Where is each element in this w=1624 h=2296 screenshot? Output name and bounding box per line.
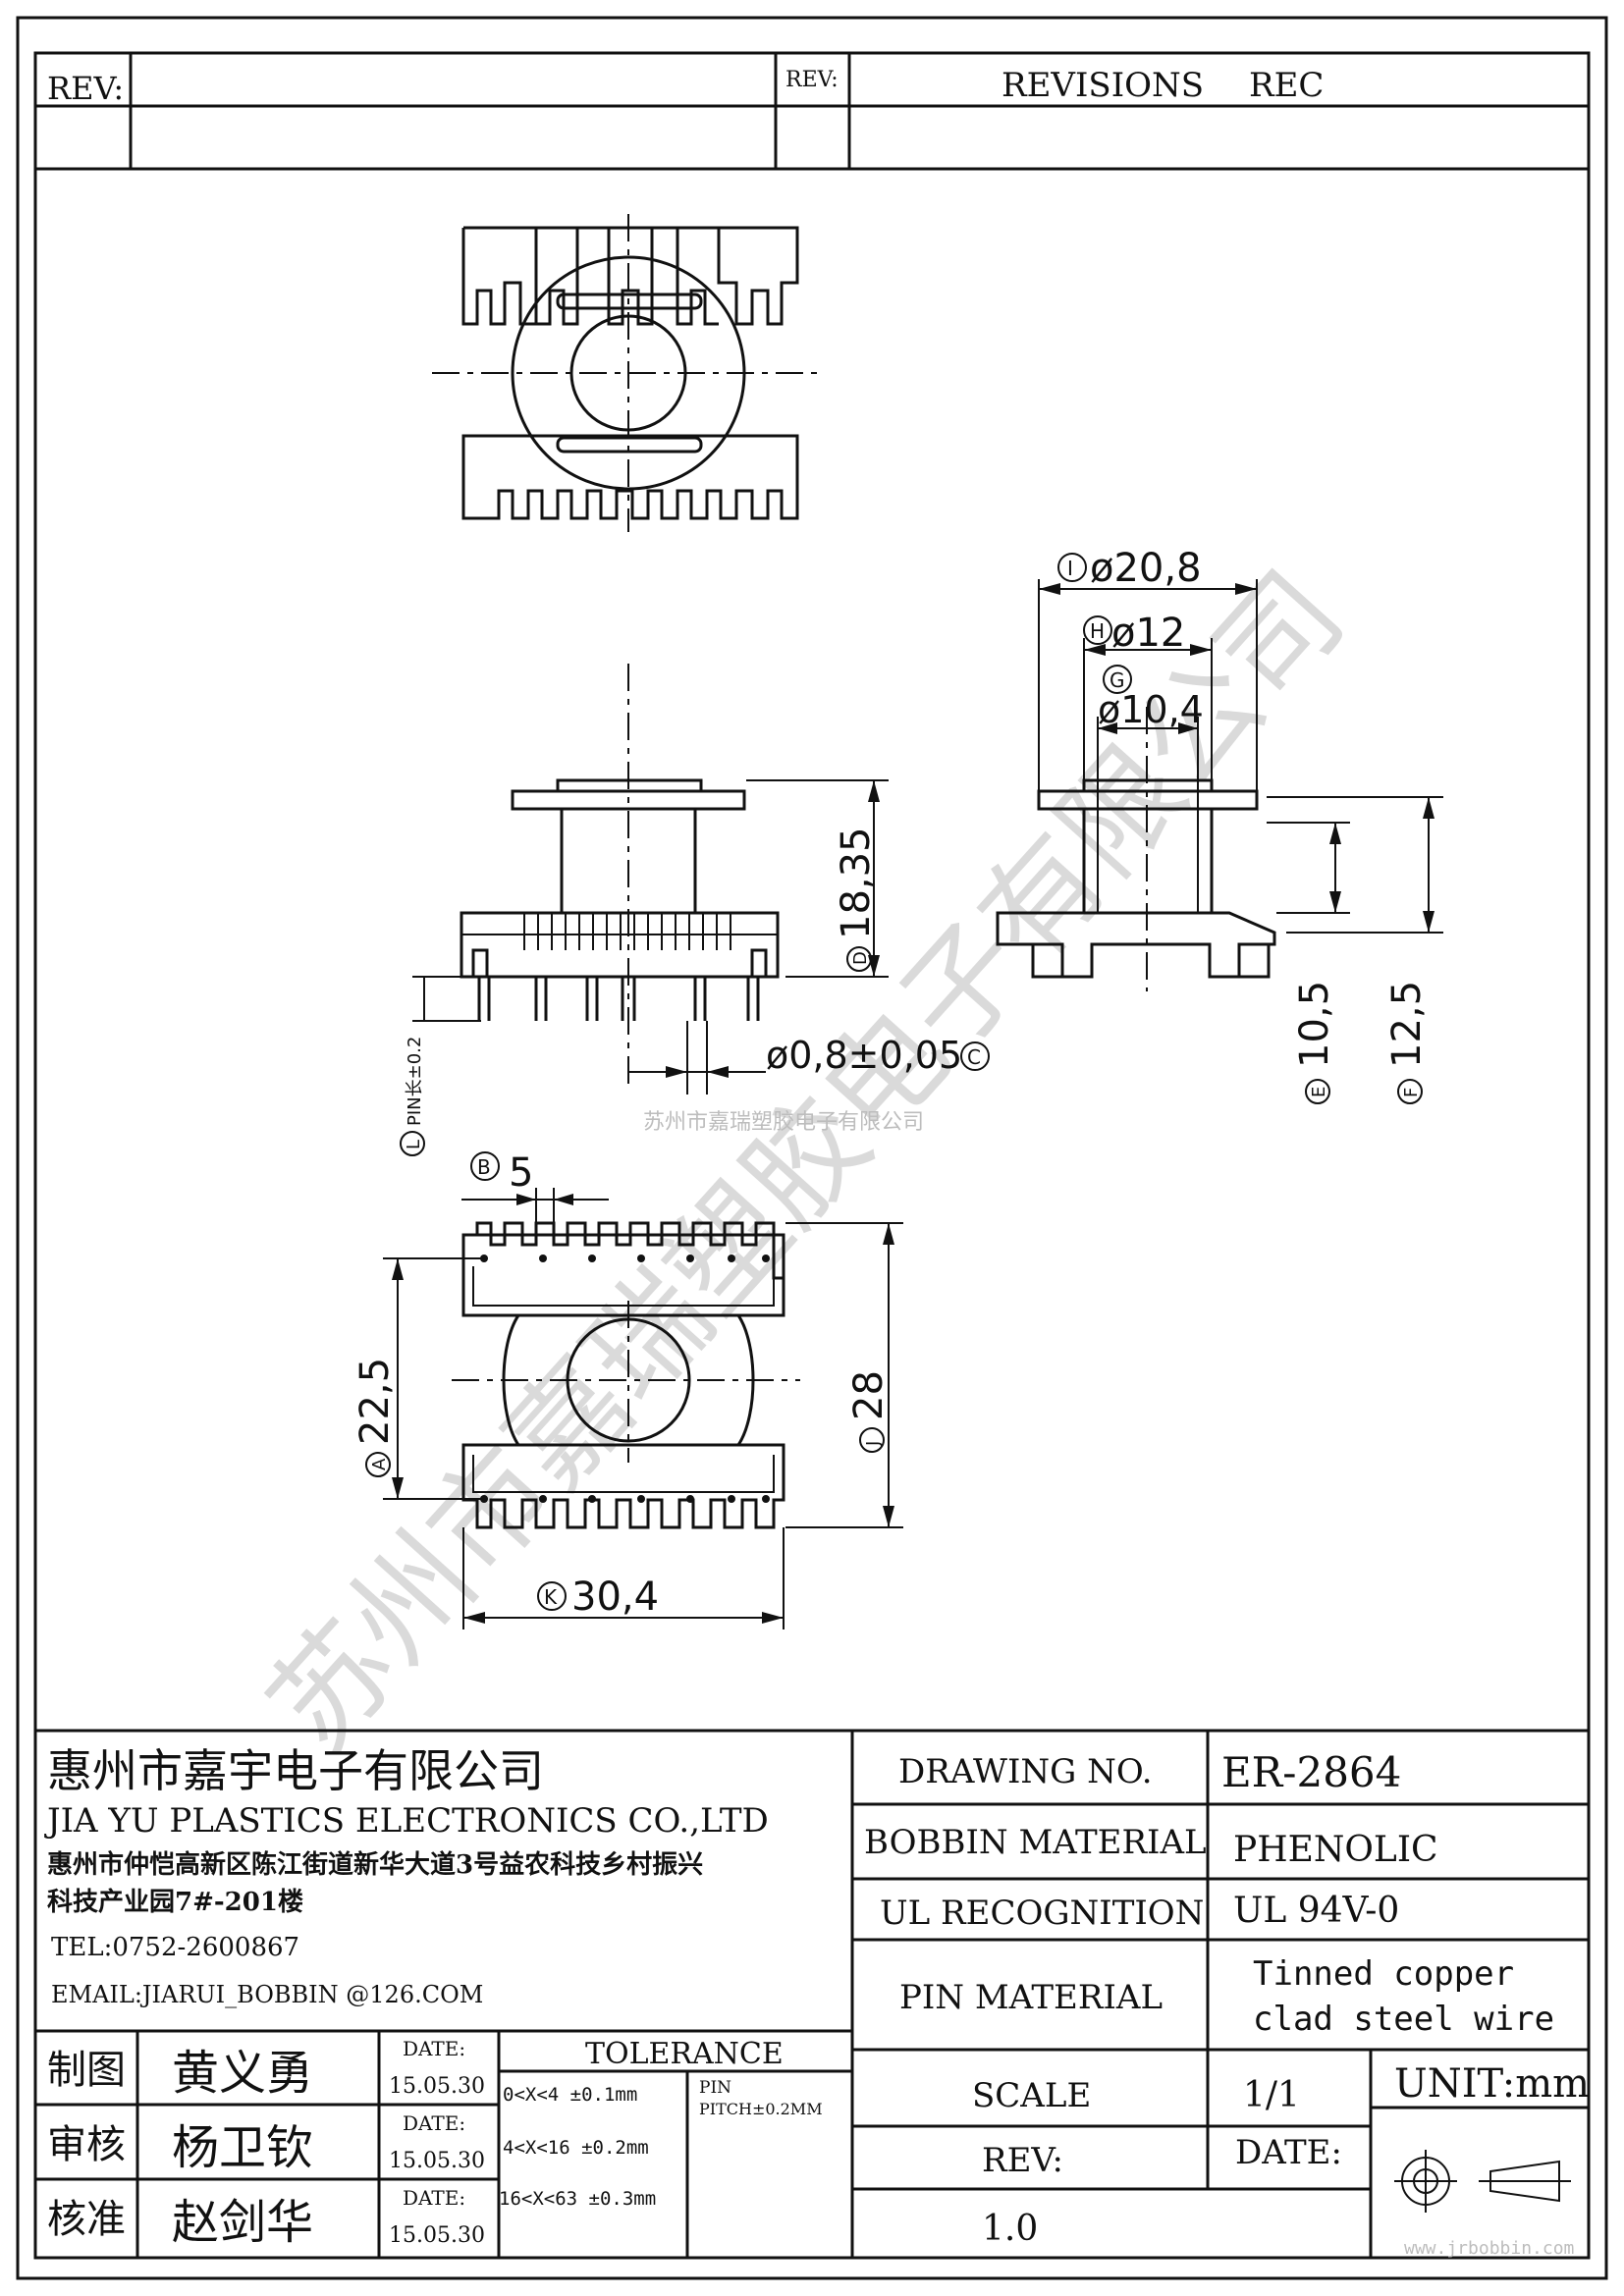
dim-g-value: ø10,4 [1098,688,1204,731]
signoff-date-review: 15.05.30 [389,2149,485,2173]
date-footer-label: DATE: [1235,2133,1342,2172]
ul-recognition-value: UL 94V-0 [1233,1891,1399,1931]
rev-footer-value: 1.0 [982,2209,1038,2249]
signoff-name-approve: 赵剑华 [172,2195,313,2250]
dim-j-value: 28 [846,1370,892,1420]
front-view: D 18,35 ø0,8±0,05 C L PIN长±0.2 [400,664,990,1156]
drawing-no-value: ER-2864 [1221,1748,1401,1796]
dim-i-circle: I [1067,557,1073,580]
dim-a-circle: A [369,1458,390,1470]
dim-c-circle: C [967,1045,981,1069]
dim-h-circle: H [1090,619,1105,643]
signoff-date-drawn: 15.05.30 [389,2074,485,2099]
dim-b-value: 5 [509,1150,533,1196]
company-address-1: 惠州市仲恺高新区陈江街道新华大道3号益农科技乡村振兴 [47,1849,703,1880]
rev-label: REV: [47,70,124,107]
dim-f-circle: F [1401,1088,1422,1097]
watermark-center-text: 苏州市嘉瑞塑胶电子有限公司 [643,1110,924,1135]
dim-d-circle: D [850,951,871,965]
dim-l-circle: L [404,1140,424,1149]
bobbin-material-value: PHENOLIC [1233,1830,1438,1870]
title-block: 惠州市嘉宇电子有限公司 JIA YU PLASTICS ELECTRONICS … [35,1729,1590,2259]
tolerance-row-3: 16<X<63 ±0.3mm [499,2188,656,2210]
dim-e-value: 10,5 [1292,981,1337,1068]
signoff-date-approve: 15.05.30 [389,2223,485,2248]
dim-g-circle: G [1110,668,1125,692]
dim-b-circle: B [477,1155,491,1179]
tolerance-pin-label: PIN [699,2078,731,2098]
dim-h-value: ø12 [1111,611,1185,656]
rec-label: REC [1249,66,1324,105]
company-tel: TEL:0752-2600867 [51,1933,299,1962]
dim-k-circle: K [544,1585,558,1609]
pin-material-line-1: Tinned copper [1253,1954,1514,1994]
drawing-no-label: DRAWING NO. [898,1752,1153,1791]
tolerance-label: TOLERANCE [585,2037,784,2071]
bottom-view: B 5 A 22,5 J 28 K 30,4 [352,1150,903,1629]
dim-d-value: 18,35 [834,827,879,939]
signoff-name-review: 杨卫钦 [172,2120,313,2175]
side-view: I ø20,8 H ø12 G ø10,4 E 10,5 [996,546,1443,1104]
rev-label-2: REV: [785,68,839,92]
dim-a-value: 22,5 [352,1358,398,1445]
revision-header: REV: REV: REVISIONS REC [35,53,1589,171]
signoff-date-label-approve: DATE: [403,2186,465,2210]
scale-value: 1/1 [1243,2075,1300,2115]
unit-label: UNIT:mm [1394,2061,1590,2107]
dim-l-value: PIN长±0.2 [405,1037,425,1126]
rev-footer-label: REV: [982,2141,1063,2180]
outer-border [16,16,1608,2280]
revisions-label: REVISIONS [1001,66,1204,105]
ul-recognition-label: UL RECOGNITION [880,1894,1204,1933]
pin-material-label: PIN MATERIAL [899,1978,1163,2017]
dim-i-value: ø20,8 [1090,546,1202,591]
dim-e-circle: E [1309,1087,1329,1097]
company-name-cn: 惠州市嘉宇电子有限公司 [47,1744,544,1797]
watermark-footer-text: www.jrbobbin.com [1404,2238,1574,2259]
company-name-en: JIA YU PLASTICS ELECTRONICS CO.,LTD [44,1801,769,1841]
tolerance-pin-pitch: PITCH±0.2MM [699,2100,823,2118]
tolerance-row-2: 4<X<16 ±0.2mm [503,2137,649,2159]
dim-k-value: 30,4 [571,1575,659,1620]
tolerance-row-1: 0<X<4 ±0.1mm [503,2084,637,2106]
company-email: EMAIL:JIARUI_BOBBIN @126.COM [51,1981,483,2008]
signoff-date-label-drawn: DATE: [403,2037,465,2060]
signoff-role-drawn: 制图 [47,2048,126,2093]
company-address-2: 科技产业园7#-201楼 [47,1888,303,1917]
top-view [432,214,825,532]
signoff-role-approve: 核准 [47,2197,126,2242]
inner-border [33,51,1591,2260]
dim-c-value: ø0,8±0,05 [766,1034,962,1077]
signoff-date-label-review: DATE: [403,2111,465,2135]
bobbin-material-label: BOBBIN MATERIAL [864,1823,1207,1862]
dim-j-circle: J [863,1441,884,1447]
scale-label: SCALE [972,2076,1091,2115]
pin-material-line-2: clad steel wire [1253,2000,1554,2039]
signoff-name-drawn: 黄义勇 [172,2046,313,2101]
dim-f-value: 12,5 [1384,981,1430,1068]
first-angle-projection-icon [1394,2150,1571,2213]
signoff-role-review: 审核 [47,2122,126,2167]
